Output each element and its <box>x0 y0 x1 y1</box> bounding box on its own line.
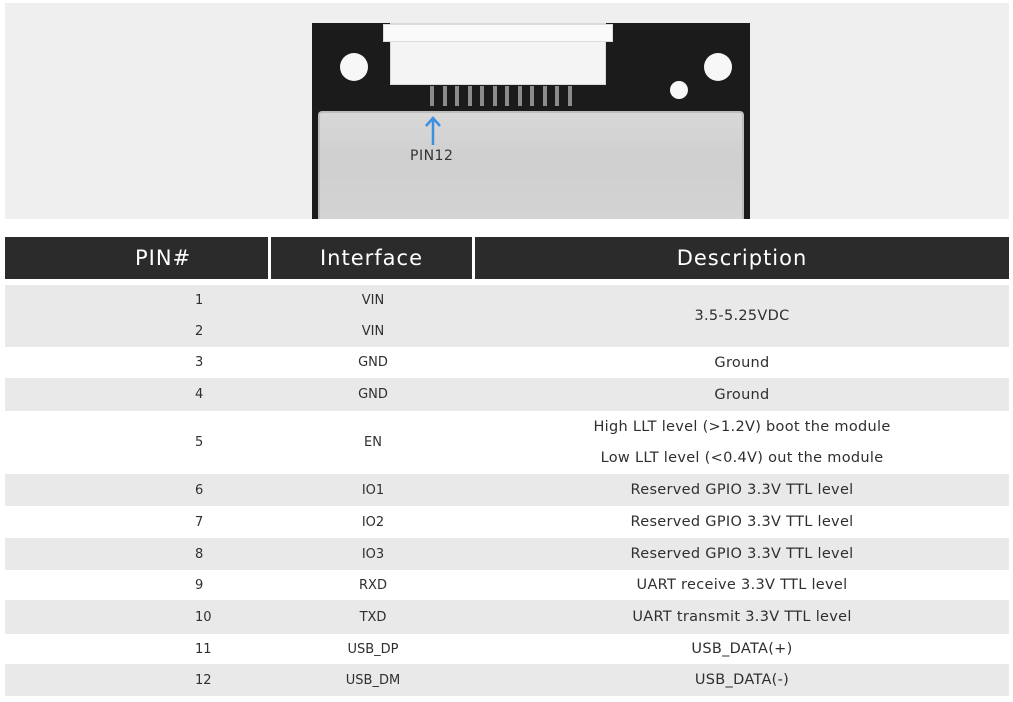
pin-number: 12 <box>195 672 212 688</box>
interface-name: IO3 <box>361 546 385 562</box>
interface-name: EN <box>364 435 382 450</box>
pin-number: 7 <box>195 514 204 530</box>
table-row: 4 GND Ground <box>5 378 1009 411</box>
pin-number: 10 <box>195 609 212 625</box>
description-text: UART transmit 3.3V TTL level <box>632 609 852 625</box>
mounting-hole-small <box>670 81 688 99</box>
table-row: 6 IO1 Reserved GPIO 3.3V TTL level <box>5 474 1009 506</box>
interface-name: RXD <box>359 577 387 593</box>
table-row: 10 TXD UART transmit 3.3V TTL level <box>5 600 1009 634</box>
pin-number: 8 <box>195 546 204 562</box>
header-description: Description <box>676 246 808 270</box>
description-text: Ground <box>714 354 770 371</box>
pin-number: 11 <box>195 641 212 657</box>
connector-pins <box>430 86 572 108</box>
table-row: 8 IO3 Reserved GPIO 3.3V TTL level <box>5 538 1009 570</box>
pin-number: 4 <box>195 387 204 402</box>
description-text: UART receive 3.3V TTL level <box>636 577 848 593</box>
description-text: Reserved GPIO 3.3V TTL level <box>630 514 854 530</box>
pin-number: 2 <box>195 324 204 339</box>
interface-name: IO2 <box>361 514 385 530</box>
display-screen <box>318 111 744 219</box>
interface-name: VIN <box>361 324 385 339</box>
pin-number: 3 <box>195 355 204 370</box>
description-text: High LLT level (>1.2V) boot the module <box>593 418 891 435</box>
table-row: 5 EN High LLT level (>1.2V) boot the mod… <box>5 411 1009 474</box>
module-photo: PIN12 <box>5 3 1009 219</box>
interface-name: USB_DP <box>347 641 399 657</box>
pin-number: 9 <box>195 577 204 593</box>
module-board <box>312 23 750 219</box>
description-text: Low LLT level (<0.4V) out the module <box>600 450 884 467</box>
interface-name: VIN <box>361 293 385 308</box>
table-row: 3 GND Ground <box>5 347 1009 378</box>
mounting-hole-right <box>704 53 732 81</box>
mounting-hole-left <box>340 53 368 81</box>
description-text: USB_DATA(-) <box>694 672 790 688</box>
table-row: 7 IO2 Reserved GPIO 3.3V TTL level <box>5 506 1009 538</box>
arrow-up-icon <box>425 116 441 145</box>
interface-name: GND <box>358 387 388 402</box>
table-row: 9 RXD UART receive 3.3V TTL level <box>5 570 1009 600</box>
header-pin: PIN# <box>5 237 271 279</box>
fpc-connector <box>383 23 613 85</box>
interface-name: IO1 <box>361 482 385 498</box>
table-header: PIN# Interface Description <box>5 237 1009 279</box>
interface-name: GND <box>358 355 388 370</box>
pin12-label: PIN12 <box>410 148 454 164</box>
pin-number: 6 <box>195 482 204 498</box>
description-text: Reserved GPIO 3.3V TTL level <box>630 482 854 498</box>
interface-name: TXD <box>359 609 387 625</box>
table-row: 12 USB_DM USB_DATA(-) <box>5 664 1009 696</box>
pin-table: PIN# Interface Description 1 2 VIN VIN 3… <box>5 237 1009 696</box>
table-row: 11 USB_DP USB_DATA(+) <box>5 634 1009 664</box>
description-text: Ground <box>714 386 770 403</box>
description-text: Reserved GPIO 3.3V TTL level <box>630 546 854 562</box>
pin-number: 5 <box>195 435 204 450</box>
interface-name: USB_DM <box>345 672 401 688</box>
header-interface: Interface <box>271 237 475 279</box>
pin-number: 1 <box>195 293 204 308</box>
description-text: 3.5-5.25VDC <box>694 308 790 324</box>
table-row: 1 2 VIN VIN 3.5-5.25VDC <box>5 285 1009 347</box>
description-text: USB_DATA(+) <box>691 641 793 657</box>
